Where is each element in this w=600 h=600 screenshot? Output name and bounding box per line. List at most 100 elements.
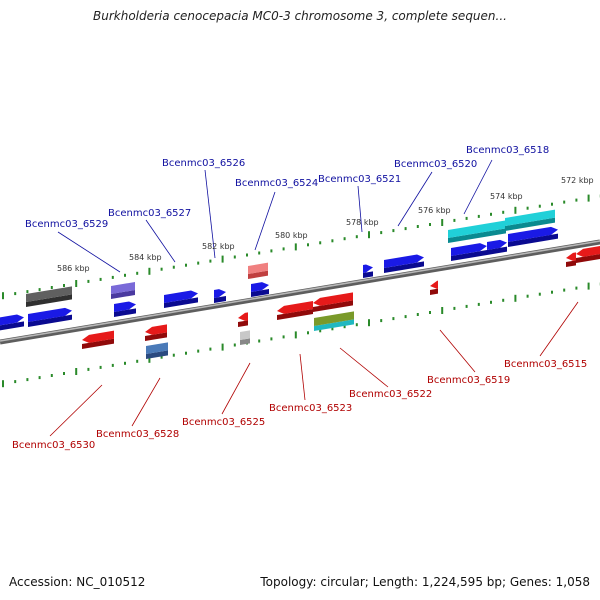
- gene-feature-side: [240, 338, 250, 345]
- gene-feature-15: [508, 226, 558, 247]
- outer-tick: [63, 284, 65, 287]
- outer-tick: [221, 255, 224, 263]
- gene-feature-top: [111, 282, 135, 294]
- inner-tick: [392, 317, 395, 321]
- inner-tick: [319, 329, 322, 333]
- gene-feature-top: [26, 286, 72, 302]
- inner-tick: [124, 361, 126, 365]
- outer-tick: [99, 277, 102, 281]
- scale-label-578: 578 kbp: [346, 218, 379, 227]
- outer-tick: [282, 247, 285, 251]
- outer-tick: [514, 206, 517, 214]
- inner-tick: [185, 351, 187, 355]
- gene-label-6525[interactable]: Bcenmc03_6525: [182, 417, 265, 428]
- inner-tick: [465, 304, 468, 308]
- gene-feature-side: [487, 246, 507, 255]
- gene-feature-top: [114, 301, 136, 312]
- gene-feature-6: [214, 289, 226, 303]
- gene-feature-16: [82, 330, 114, 349]
- gene-feature-21: [277, 301, 313, 320]
- gene-feature-side: [114, 308, 136, 317]
- inner-tick: [429, 311, 431, 314]
- inner-tick: [75, 368, 78, 375]
- inner-tick: [38, 376, 41, 380]
- gene-feature-top: [146, 342, 168, 354]
- outer-tick: [441, 219, 444, 226]
- gene-feature-top: [430, 280, 438, 289]
- gene-feature-top: [214, 289, 226, 298]
- inner-tick: [63, 372, 65, 375]
- gene-feature-side: [430, 288, 438, 295]
- outer-tick: [50, 286, 53, 289]
- gene-feature-side: [313, 300, 353, 312]
- inner-tick: [160, 355, 163, 359]
- leader-line: [254, 191, 276, 251]
- outer-tick: [587, 194, 590, 202]
- scale-label-584: 584 kbp: [129, 253, 162, 262]
- leader-line: [463, 159, 493, 215]
- inner-tick: [307, 331, 309, 335]
- gene-feature-top: [576, 246, 600, 257]
- gene-feature-side: [363, 271, 373, 278]
- gene-feature-2: [26, 286, 72, 307]
- inner-tick: [563, 288, 566, 292]
- inner-tick: [209, 347, 212, 351]
- accession-text: Accession: NC_010512: [9, 575, 146, 589]
- inner-tick: [441, 307, 444, 314]
- outer-tick: [429, 223, 431, 226]
- gene-feature-side: [251, 289, 269, 297]
- gene-feature-side: [214, 296, 226, 303]
- outer-tick: [538, 204, 541, 208]
- gene-feature-0: [0, 314, 24, 331]
- gene-label-6529[interactable]: Bcenmc03_6529: [25, 219, 108, 230]
- gene-feature-11: [448, 220, 506, 243]
- gene-feature-side: [111, 290, 135, 299]
- inner-tick: [172, 353, 175, 357]
- gene-label-6530[interactable]: Bcenmc03_6530: [12, 440, 95, 451]
- outer-tick: [563, 200, 566, 204]
- gene-label-6523[interactable]: Bcenmc03_6523: [269, 403, 352, 414]
- gene-feature-25: [566, 252, 576, 267]
- gene-feature-top: [448, 220, 506, 238]
- inner-tick: [282, 335, 285, 339]
- gene-feature-side: [384, 261, 424, 273]
- inner-tick: [575, 286, 578, 290]
- gene-feature-14: [487, 239, 507, 255]
- leader-line: [145, 219, 176, 263]
- gene-feature-top: [251, 282, 269, 292]
- chromosome-backbone-highlight: [0, 240, 600, 342]
- gene-label-6515[interactable]: Bcenmc03_6515: [504, 359, 587, 370]
- chromosome-backbone: [0, 239, 600, 345]
- leader-line: [221, 362, 251, 415]
- gene-feature-3: [111, 282, 135, 299]
- gene-label-6519[interactable]: Bcenmc03_6519: [427, 375, 510, 386]
- gene-label-6522[interactable]: Bcenmc03_6522: [349, 389, 432, 400]
- inner-tick: [404, 315, 407, 319]
- inner-tick: [99, 365, 102, 369]
- gene-feature-side: [448, 228, 506, 243]
- scale-label-572: 572 kbp: [561, 176, 594, 185]
- gene-label-6528[interactable]: Bcenmc03_6528: [96, 429, 179, 440]
- gene-feature-5: [164, 290, 198, 308]
- outer-tick: [209, 259, 212, 263]
- gene-label-6526[interactable]: Bcenmc03_6526: [162, 158, 245, 169]
- outer-tick: [551, 202, 553, 206]
- gene-label-6524[interactable]: Bcenmc03_6524: [235, 178, 318, 189]
- gene-feature-top: [240, 330, 250, 340]
- scale-label-576: 576 kbp: [418, 206, 451, 215]
- gene-feature-top: [28, 307, 72, 322]
- inner-tick: [87, 367, 90, 371]
- gene-label-6518[interactable]: Bcenmc03_6518: [466, 145, 549, 156]
- outer-tick: [14, 292, 17, 296]
- outer-tick: [258, 251, 261, 255]
- gene-feature-13: [451, 243, 487, 261]
- gene-label-6520[interactable]: Bcenmc03_6520: [394, 159, 477, 170]
- gene-feature-12: [505, 209, 555, 231]
- gene-label-6527[interactable]: Bcenmc03_6527: [108, 208, 191, 219]
- gene-label-6521[interactable]: Bcenmc03_6521: [318, 174, 401, 185]
- outer-tick: [575, 198, 578, 202]
- outer-tick: [380, 231, 383, 235]
- gene-feature-19: [238, 312, 248, 327]
- gene-feature-top: [384, 254, 424, 268]
